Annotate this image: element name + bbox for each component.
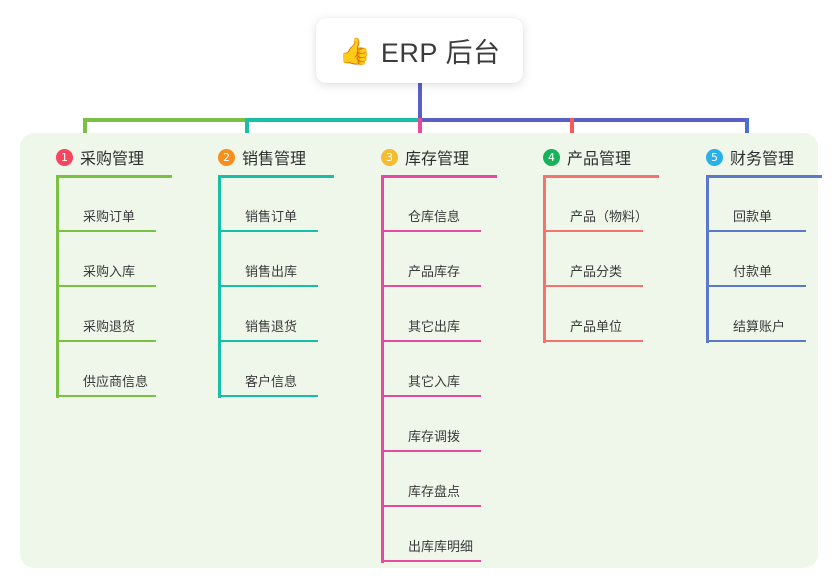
list-item-label: 其它入库 [408,374,461,389]
list-item-label: 产品单位 [570,319,623,334]
list-item-rule [381,285,481,287]
column-header-3[interactable]: 3 库存管理 [363,146,469,168]
root-node-card[interactable]: 👍 ERP 后台 [316,18,523,83]
column-header-4[interactable]: 4 产品管理 [525,146,631,168]
list-item-rule [56,285,156,287]
column-title: 采购管理 [80,151,145,168]
list-item-rule [218,230,318,232]
page-title: ERP 后台 [380,38,501,68]
content-panel [20,133,818,568]
column-number-badge: 1 [56,148,73,166]
list-item-rule [381,450,481,452]
column-spine [56,178,59,398]
list-item-rule [56,230,156,232]
column-spine [381,178,384,563]
list-item-rule [543,230,643,232]
list-item-rule [543,285,643,287]
list-item-label: 付款单 [733,264,773,279]
bus-line-middle [245,118,422,122]
column-header-rule [381,175,497,178]
column-header-rule [543,175,659,178]
list-item-rule [218,340,318,342]
list-item-label: 其它出库 [408,319,461,334]
column-number-badge: 2 [218,148,235,166]
column-header-rule [706,175,822,178]
column-spine [543,178,546,343]
list-item-rule [381,230,481,232]
list-item-rule [381,395,481,397]
column-1: 1 采购管理采购订单采购入库采购退货供应商信息 [38,146,172,398]
list-item-label: 销售订单 [245,209,298,224]
bus-line-right [418,118,749,122]
list-item-label: 库存调拨 [408,429,461,444]
list-item-label: 产品（物料） [570,209,649,224]
list-item-rule [381,340,481,342]
column-title: 财务管理 [730,151,795,168]
list-item-label: 库存盘点 [408,484,461,499]
column-title: 库存管理 [405,151,470,168]
column-2: 2 销售管理销售订单销售出库销售退货客户信息 [200,146,334,398]
list-item-rule [706,230,806,232]
list-item-label: 供应商信息 [83,374,149,389]
list-item-label: 客户信息 [245,374,298,389]
list-item-label: 采购订单 [83,209,136,224]
column-header-5[interactable]: 5 财务管理 [688,146,794,168]
column-title: 销售管理 [242,151,307,168]
list-item-label: 销售出库 [245,264,298,279]
list-item-label: 产品分类 [570,264,623,279]
column-4: 4 产品管理产品（物料） 产品分类产品单位 [525,146,659,343]
list-item-rule [56,395,156,397]
column-number-badge: 5 [706,148,723,166]
list-item-label: 采购入库 [83,264,136,279]
list-item-label: 出库库明细 [408,539,474,554]
trunk-line [418,83,422,122]
list-item-label: 产品库存 [408,264,461,279]
list-item-rule [218,285,318,287]
list-item-rule [381,560,481,562]
list-item-label: 结算账户 [733,319,786,334]
list-item-label: 回款单 [733,209,773,224]
column-spine [706,178,709,343]
bus-line-left [83,118,247,122]
column-5: 5 财务管理回款单付款单结算账户 [688,146,822,343]
column-header-rule [56,175,172,178]
list-item-rule [56,340,156,342]
thumbs-up-icon: 👍 [338,35,371,66]
column-number-badge: 3 [381,148,398,166]
column-spine [218,178,221,398]
list-item-label: 仓库信息 [408,209,461,224]
list-item-rule [706,285,806,287]
column-header-2[interactable]: 2 销售管理 [200,146,306,168]
list-item-rule [218,395,318,397]
list-item-label: 销售退货 [245,319,298,334]
list-item-rule [706,340,806,342]
column-title: 产品管理 [567,151,632,168]
column-header-1[interactable]: 1 采购管理 [38,146,144,168]
column-header-rule [218,175,334,178]
column-3: 3 库存管理仓库信息产品库存其它出库其它入库库存调拨库存盘点出库库明细 [363,146,497,563]
list-item-label: 采购退货 [83,319,136,334]
list-item-rule [381,505,481,507]
column-number-badge: 4 [543,148,560,166]
list-item-rule [543,340,643,342]
